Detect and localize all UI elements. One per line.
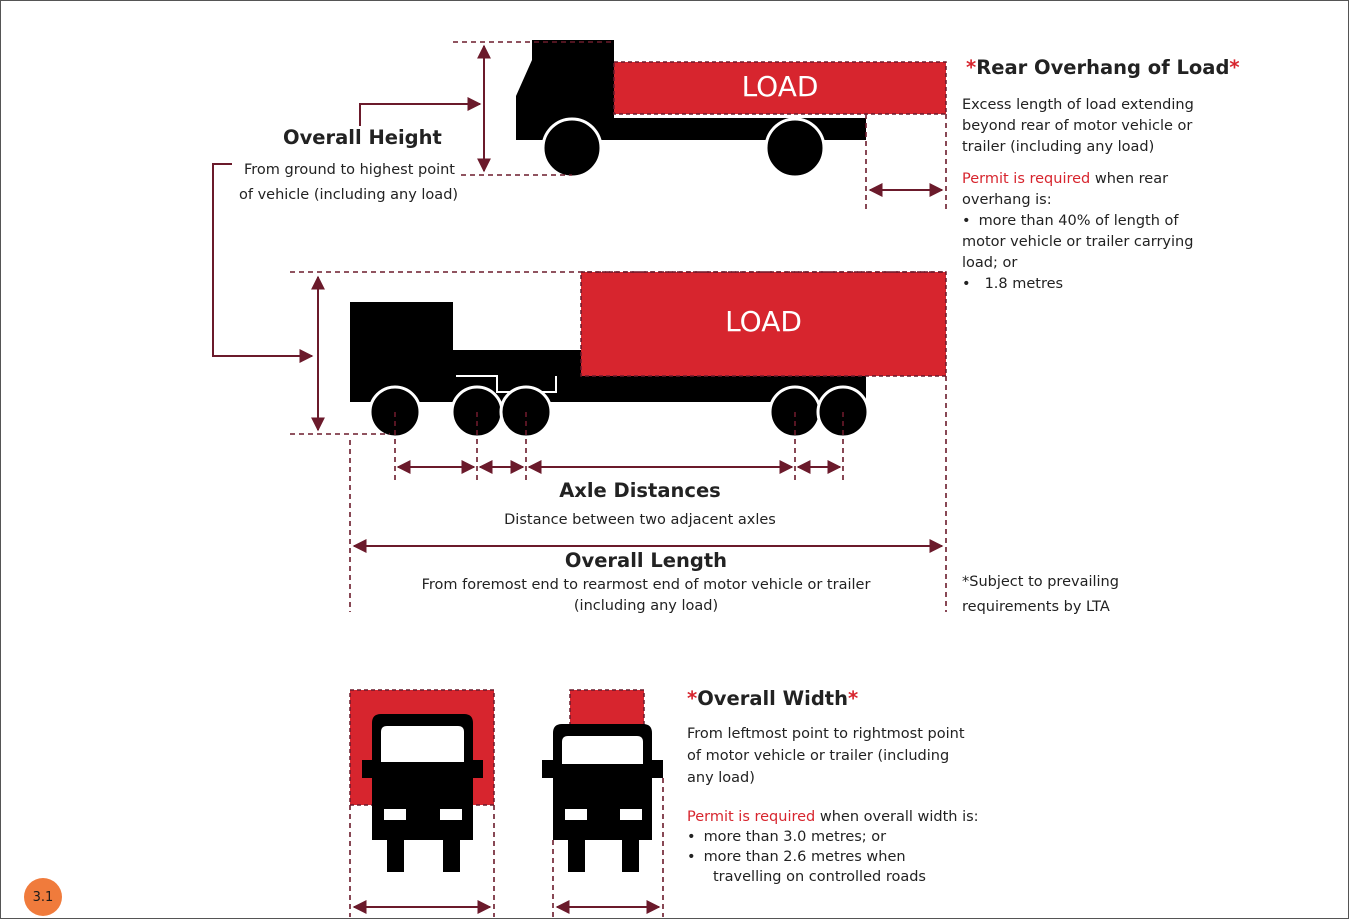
rear-overhang-title-text: Rear Overhang of Load	[976, 56, 1230, 79]
overall-length-title: Overall Length	[564, 549, 728, 572]
rear-permit-rest: when rear	[1090, 171, 1169, 187]
overall-width-title: *Overall Width*	[687, 687, 858, 710]
overall-height-desc-2: of vehicle (including any load)	[239, 187, 459, 203]
main-load-box	[580, 271, 947, 377]
star-right: *	[1229, 56, 1240, 79]
rear-overhang-desc-2: beyond rear of motor vehicle or	[962, 118, 1193, 134]
top-load-label: LOAD	[741, 70, 819, 103]
overall-width-title-text: Overall Width	[697, 687, 849, 710]
main-load-label: LOAD	[725, 305, 802, 338]
overall-width-desc-3: any load)	[687, 770, 755, 786]
rear-permit-line2: overhang is:	[962, 192, 1052, 208]
rear-bullet-1-cont-a: motor vehicle or trailer carrying	[962, 234, 1194, 250]
overall-width-desc-2: of motor vehicle or trailer (including	[687, 748, 950, 764]
width-star-right: *	[848, 687, 859, 710]
axle-distances-title: Axle Distances	[559, 479, 721, 502]
rear-overhang-desc-1: Excess length of load extending	[962, 97, 1194, 113]
star-left: *	[966, 56, 977, 79]
width-bullet-2-cont: travelling on controlled roads	[713, 869, 926, 885]
width-load-box-right	[569, 689, 645, 726]
front-truck-left	[362, 714, 483, 872]
axle-distances-desc: Distance between two adjacent axles	[504, 512, 776, 528]
rear-overhang-desc-3: trailer (including any load)	[962, 139, 1155, 155]
rear-overhang-desc: Excess length of load extending beyond r…	[962, 95, 1194, 158]
rear-permit-lead: Permit is required	[962, 171, 1091, 187]
page-number-badge: 3.1	[24, 878, 62, 916]
width-star-left: *	[687, 687, 698, 710]
overall-height-desc-1: From ground to highest point	[244, 162, 455, 178]
width-permit-rest: when overall width is:	[815, 809, 979, 825]
rear-bullet-1: •more than 40% of length of	[962, 213, 1179, 229]
overall-length-desc-2: (including any load)	[573, 598, 719, 614]
rear-overhang-title: *Rear Overhang of Load*	[966, 56, 1240, 79]
overall-width-desc: From leftmost point to rightmost point o…	[687, 723, 965, 789]
rear-bullet-1-cont-b: load; or	[962, 255, 1018, 271]
footnote-line-1: *Subject to prevailing	[962, 574, 1119, 590]
rear-overhang-permit: Permit is required when rear overhang is…	[962, 169, 1193, 295]
width-bullet-2: •more than 2.6 metres when	[687, 849, 906, 865]
footnote-line-2: requirements by LTA	[962, 599, 1110, 615]
front-truck-right	[542, 724, 663, 872]
top-truck	[516, 40, 866, 179]
rear-bullet-2: •1.8 metres	[962, 276, 1064, 292]
overall-width-desc-1: From leftmost point to rightmost point	[687, 726, 965, 742]
overall-width-permit: Permit is required when overall width is…	[687, 807, 979, 887]
overall-height-title: Overall Height	[283, 126, 442, 149]
overall-length-desc-1: From foremost end to rearmost end of mot…	[421, 577, 871, 593]
width-permit-lead: Permit is required	[687, 809, 816, 825]
width-bullet-1: •more than 3.0 metres; or	[687, 829, 887, 845]
top-load-box	[613, 61, 947, 115]
